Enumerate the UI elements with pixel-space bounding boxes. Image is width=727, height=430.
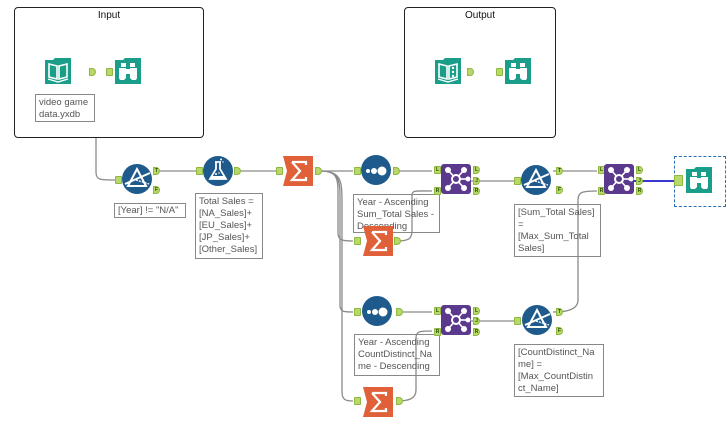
sort-2-output-anchor[interactable]: [396, 308, 403, 316]
summarize-3-output-anchor[interactable]: [396, 397, 403, 405]
sort-2-input-anchor[interactable]: [354, 308, 361, 316]
join-2-left-anchor[interactable]: L: [434, 307, 441, 315]
book-open-icon: [45, 58, 71, 84]
join-network-icon: [441, 305, 471, 335]
output-container[interactable]: Output: [404, 7, 556, 138]
summarize-1-output-anchor[interactable]: [315, 167, 322, 175]
output-data-output-anchor[interactable]: [467, 68, 474, 76]
join-1-left-anchor[interactable]: L: [434, 166, 441, 174]
flask-icon: [203, 156, 233, 186]
filter-1-annotation: [Year] != "N/A": [114, 203, 186, 218]
wire-summarize-to-summarize2: [320, 170, 354, 242]
browse-2-tool[interactable]: [503, 56, 533, 86]
filter-1-true-anchor[interactable]: T: [153, 167, 160, 175]
formula-output-anchor[interactable]: [234, 167, 241, 175]
filter-3-tool[interactable]: [522, 305, 552, 335]
binoculars-icon: [686, 167, 712, 193]
input-data-tool[interactable]: [43, 56, 73, 86]
sort-1-input-anchor[interactable]: [354, 167, 361, 175]
filter-2-annotation: [Sum_Total Sales] = [Max_Sum_Total Sales…: [514, 204, 601, 257]
book-output-icon: [435, 58, 461, 84]
output-container-title: Output: [464, 10, 496, 21]
filter-3-true-anchor[interactable]: T: [556, 308, 563, 316]
filter-3-annotation: [CountDistinct_Na me] = [Max_CountDistin…: [514, 344, 604, 397]
input-data-annotation: video game data.yxdb: [35, 94, 95, 122]
filter-prism-icon: [122, 164, 152, 194]
browse-2-input-anchor[interactable]: [496, 68, 503, 76]
join-1-right-output-anchor[interactable]: R: [473, 187, 480, 195]
sigma-icon: [363, 387, 393, 417]
wire-summarize-to-sort2: [320, 170, 354, 313]
browse-3-input-anchor[interactable]: [674, 175, 683, 186]
sort-2-annotation: Year - Ascending CountDistinct_Na me - D…: [354, 334, 440, 376]
join-2-right-anchor[interactable]: R: [434, 328, 441, 336]
join-1-right-anchor[interactable]: R: [434, 187, 441, 195]
summarize-3-input-anchor[interactable]: [354, 397, 361, 405]
sort-1-tool[interactable]: [361, 155, 391, 185]
filter-3-false-anchor[interactable]: F: [556, 327, 563, 335]
browse-1-input-anchor[interactable]: [106, 68, 113, 76]
filter-2-input-anchor[interactable]: [514, 177, 521, 185]
filter-2-false-anchor[interactable]: F: [556, 186, 563, 194]
join-1-left-output-anchor[interactable]: L: [473, 166, 480, 174]
join-2-left-output-anchor[interactable]: L: [473, 307, 480, 315]
sort-dots-icon: [361, 155, 391, 185]
binoculars-icon: [115, 58, 141, 84]
output-data-tool[interactable]: [433, 56, 463, 86]
sort-2-tool[interactable]: [362, 296, 392, 326]
summarize-1-tool[interactable]: [283, 156, 313, 186]
join-3-join-output-anchor[interactable]: J: [636, 177, 643, 185]
join-network-icon: [441, 164, 471, 194]
filter-prism-icon: [521, 165, 551, 195]
wire-summarize-to-summarize3: [320, 170, 354, 402]
filter-2-tool[interactable]: [521, 165, 551, 195]
sigma-icon: [283, 156, 313, 186]
join-3-right-output-anchor[interactable]: R: [636, 187, 643, 195]
join-2-join-output-anchor[interactable]: J: [473, 317, 480, 325]
browse-3-tool[interactable]: [684, 165, 714, 195]
sigma-icon: [363, 226, 393, 256]
filter-1-input-anchor[interactable]: [115, 176, 122, 184]
summarize-1-input-anchor[interactable]: [276, 167, 283, 175]
filter-1-false-anchor[interactable]: F: [153, 186, 160, 194]
browse-1-tool[interactable]: [113, 56, 143, 86]
summarize-2-tool[interactable]: [363, 226, 393, 256]
formula-input-anchor[interactable]: [196, 167, 203, 175]
join-3-left-output-anchor[interactable]: L: [636, 166, 643, 174]
join-network-icon: [604, 164, 634, 194]
filter-1-tool[interactable]: [122, 164, 152, 194]
join-3-tool[interactable]: [604, 164, 634, 194]
input-container-title: Input: [97, 10, 121, 21]
join-1-tool[interactable]: [441, 164, 471, 194]
join-2-tool[interactable]: [441, 305, 471, 335]
join-1-join-output-anchor[interactable]: J: [473, 177, 480, 185]
summarize-2-output-anchor[interactable]: [394, 237, 401, 245]
filter-2-true-anchor[interactable]: T: [556, 167, 563, 175]
sort-1-output-anchor[interactable]: [393, 167, 400, 175]
filter-3-input-anchor[interactable]: [514, 317, 521, 325]
formula-tool[interactable]: [203, 156, 233, 186]
formula-annotation: Total Sales = [NA_Sales]+ [EU_Sales]+ [J…: [195, 193, 263, 259]
sort-dots-icon: [362, 296, 392, 326]
join-2-right-output-anchor[interactable]: R: [473, 328, 480, 336]
summarize-2-input-anchor[interactable]: [354, 237, 361, 245]
summarize-3-tool[interactable]: [363, 387, 393, 417]
filter-prism-icon: [522, 305, 552, 335]
binoculars-icon: [505, 58, 531, 84]
input-data-output-anchor[interactable]: [89, 68, 96, 76]
